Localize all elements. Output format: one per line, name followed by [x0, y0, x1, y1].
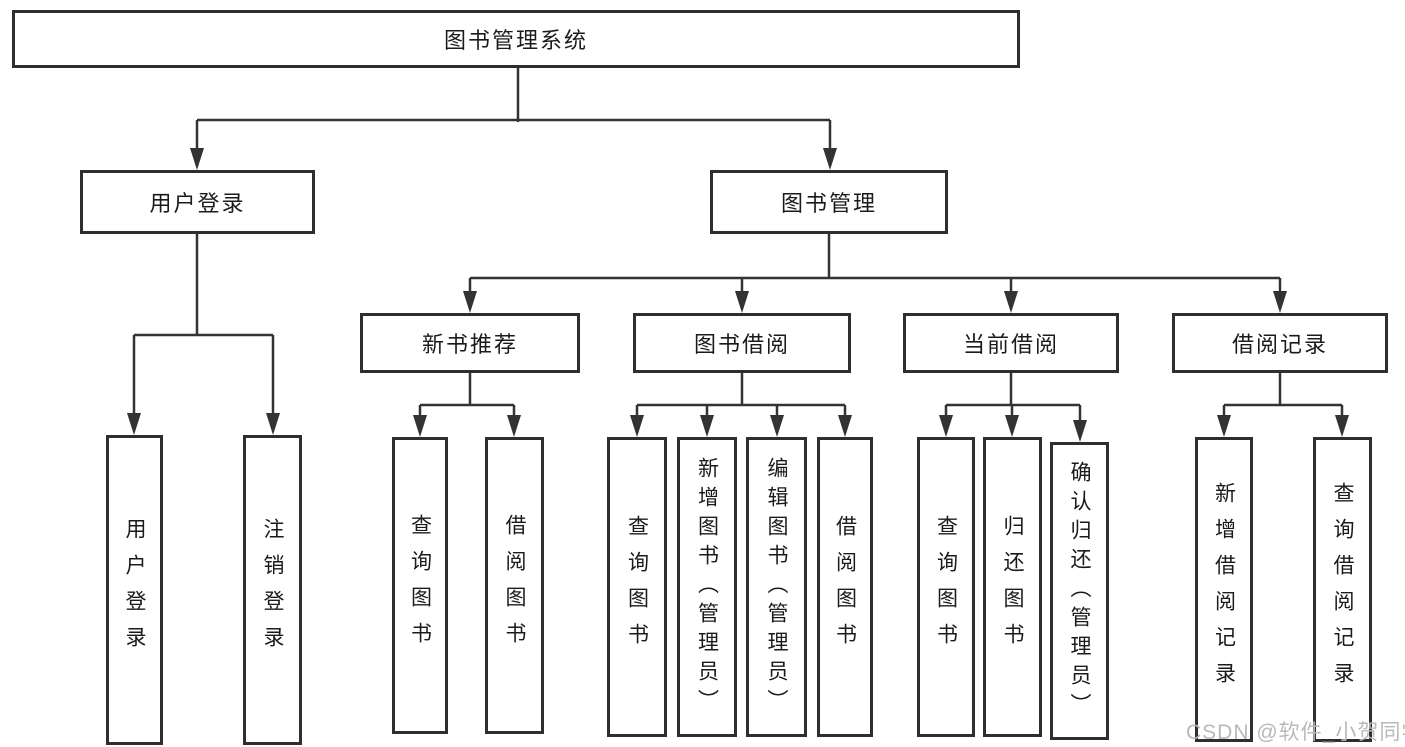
arrowhead-down-icon — [630, 415, 644, 437]
leaf-return-books: 归还图书 — [983, 437, 1042, 737]
connector-new-book-recommend-to-leaves — [413, 371, 521, 437]
leaf-return-books-label: 归还图书 — [1001, 515, 1024, 659]
node-root: 图书管理系统 — [12, 10, 1020, 68]
leaf-add-book-admin-label: 新增图书（管理员） — [695, 456, 719, 718]
arrowhead-down-icon — [700, 415, 714, 437]
connector-book-management-to-level3 — [463, 234, 1287, 313]
node-book-borrow: 图书借阅 — [633, 313, 851, 373]
connector-book-borrow-to-leaves — [630, 371, 852, 437]
arrowhead-down-icon — [1273, 291, 1287, 313]
arrowhead-down-icon — [127, 413, 141, 435]
leaf-query-books-borrow: 查询图书 — [607, 437, 667, 737]
connector-current-borrow-to-leaves — [939, 371, 1087, 442]
leaf-add-book-admin: 新增图书（管理员） — [677, 437, 737, 737]
node-user-login: 用户登录 — [80, 170, 315, 234]
arrowhead-down-icon — [266, 413, 280, 435]
leaf-query-books-borrow-label: 查询图书 — [625, 515, 649, 659]
arrowhead-down-icon — [1335, 415, 1349, 437]
node-book-management: 图书管理 — [710, 170, 948, 234]
arrowhead-down-icon — [1217, 415, 1231, 437]
leaf-logout: 注销登录 — [243, 435, 302, 745]
arrowhead-down-icon — [735, 291, 749, 313]
leaf-query-books-current: 查询图书 — [917, 437, 975, 737]
node-borrow-records: 借阅记录 — [1172, 313, 1388, 373]
leaf-user-login-label: 用户登录 — [123, 518, 146, 662]
leaf-add-borrow-record: 新增借阅记录 — [1195, 437, 1253, 742]
leaf-user-login: 用户登录 — [106, 435, 163, 745]
arrowhead-down-icon — [463, 291, 477, 313]
node-new-book-recommend: 新书推荐 — [360, 313, 580, 373]
leaf-query-books-current-label: 查询图书 — [934, 515, 958, 659]
leaf-confirm-return-admin-label: 确认归还（管理员） — [1068, 460, 1091, 722]
leaf-query-borrow-record: 查询借阅记录 — [1313, 437, 1372, 742]
arrowhead-down-icon — [770, 415, 784, 437]
leaf-borrow-books-recommend-label: 借阅图书 — [503, 513, 526, 658]
node-current-borrow: 当前借阅 — [903, 313, 1119, 373]
leaf-borrow-books-recommend: 借阅图书 — [485, 437, 544, 734]
leaf-query-books-recommend: 查询图书 — [392, 437, 448, 734]
leaf-logout-label: 注销登录 — [261, 518, 284, 662]
arrowhead-down-icon — [190, 148, 204, 170]
leaf-borrow-books-borrow-label: 借阅图书 — [833, 515, 857, 659]
leaf-edit-book-admin-label: 编辑图书（管理员） — [765, 456, 788, 718]
leaf-borrow-books-borrow: 借阅图书 — [817, 437, 873, 737]
connector-root-to-level2 — [190, 66, 837, 170]
arrowhead-down-icon — [507, 415, 521, 437]
arrowhead-down-icon — [939, 415, 953, 437]
leaf-confirm-return-admin: 确认归还（管理员） — [1050, 442, 1109, 740]
arrowhead-down-icon — [823, 148, 837, 170]
arrowhead-down-icon — [1004, 291, 1018, 313]
connector-user-login-to-leaves — [127, 234, 280, 435]
arrowhead-down-icon — [1005, 415, 1019, 437]
arrowhead-down-icon — [413, 415, 427, 437]
leaf-add-borrow-record-label: 新增借阅记录 — [1212, 481, 1236, 698]
arrowhead-down-icon — [1073, 420, 1087, 442]
leaf-query-books-recommend-label: 查询图书 — [408, 513, 432, 658]
connector-borrow-records-to-leaves — [1217, 371, 1349, 437]
leaf-edit-book-admin: 编辑图书（管理员） — [746, 437, 807, 737]
arrowhead-down-icon — [838, 415, 852, 437]
leaf-query-borrow-record-label: 查询借阅记录 — [1331, 481, 1354, 698]
csdn-watermark: CSDN @软件_小贺同学 — [1186, 721, 1405, 744]
